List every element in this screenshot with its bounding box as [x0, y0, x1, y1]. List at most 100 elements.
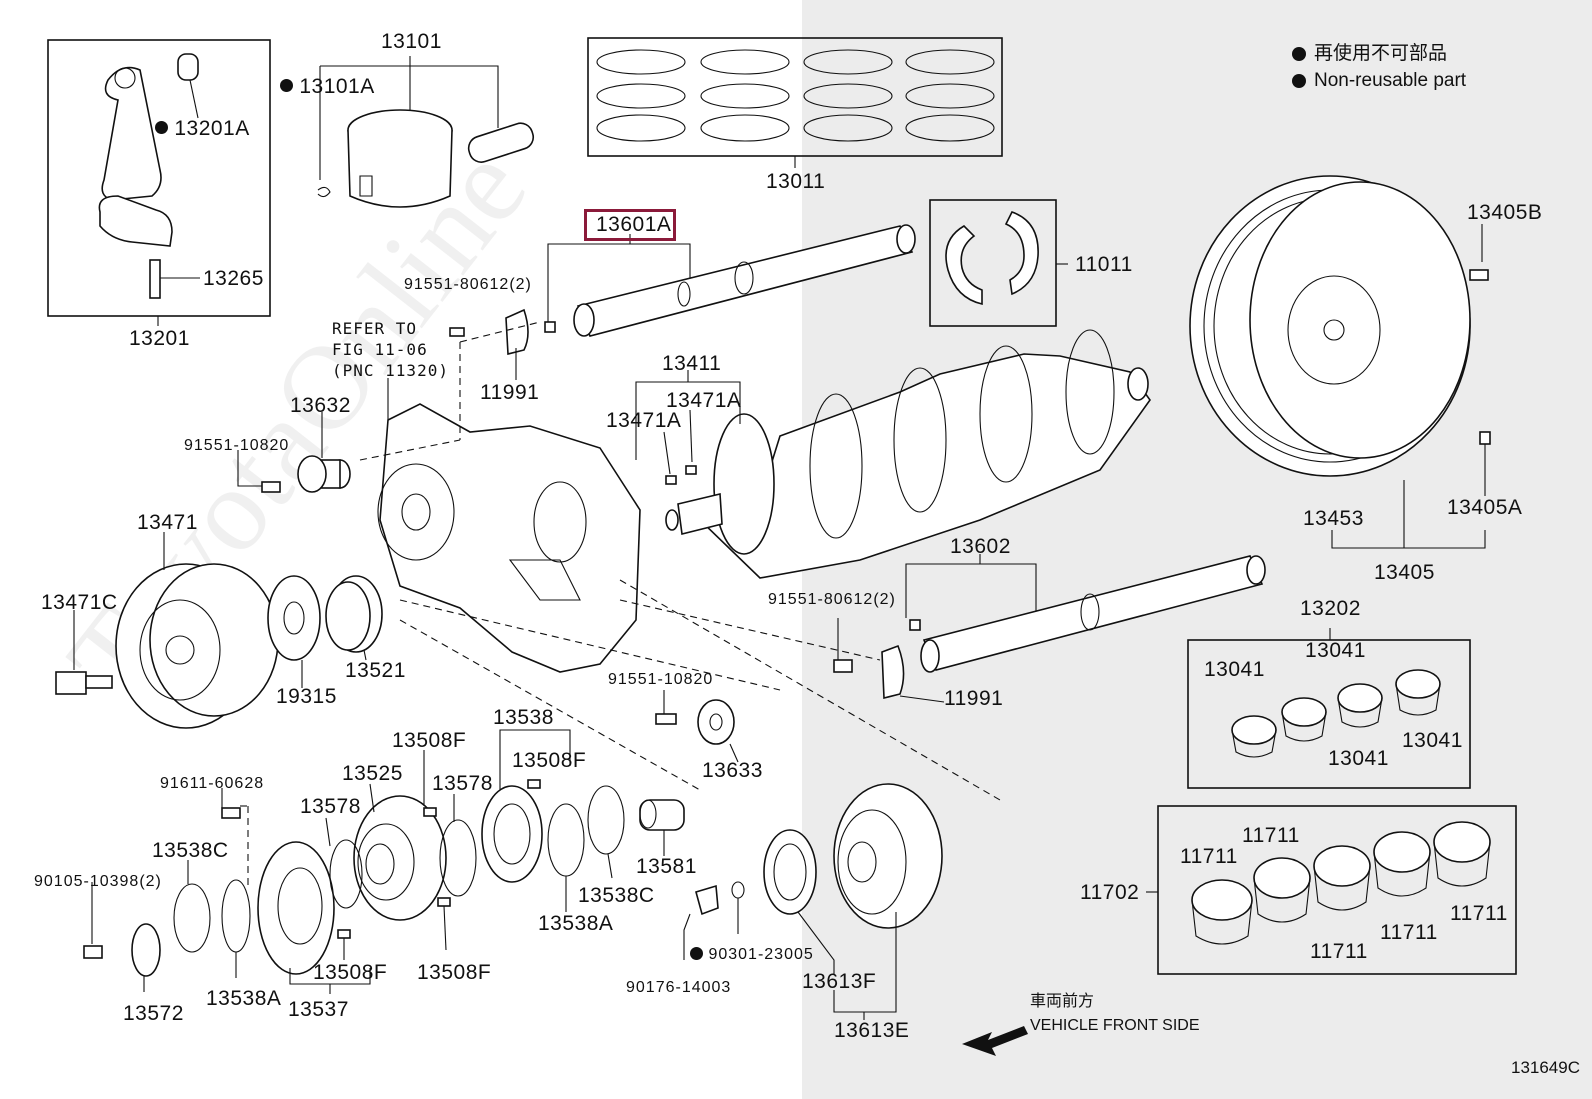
part-label-13471a-2[interactable]: 13471A: [666, 389, 742, 412]
oil-seal: [763, 829, 817, 915]
part-label-13537[interactable]: 13537: [288, 998, 349, 1021]
part-label-11711-5[interactable]: 11711: [1450, 902, 1508, 925]
part-label-13508f-4[interactable]: 13508F: [417, 961, 492, 984]
part-label-11991-upper[interactable]: 11991: [480, 381, 540, 404]
part-label-13041-2[interactable]: 13041: [1305, 639, 1366, 662]
legend: 再使用不可部品 Non-reusable part: [1292, 40, 1466, 94]
part-label-13508f-2[interactable]: 13508F: [512, 749, 587, 772]
part-label-19315[interactable]: 19315: [276, 685, 337, 708]
part-label-13538c-1[interactable]: 13538C: [152, 839, 229, 862]
connecting-rod: [98, 53, 199, 299]
part-label-91611-60628[interactable]: 91611-60628: [160, 775, 265, 792]
part-label-11711-2[interactable]: 11711: [1242, 824, 1300, 847]
legend-row-jp: 再使用不可部品: [1292, 40, 1466, 67]
balance-shaft-upper: [573, 224, 916, 337]
part-label-13101a[interactable]: 13101A: [280, 76, 375, 97]
part-label-13405[interactable]: 13405: [1374, 561, 1435, 584]
part-label-13538a-1[interactable]: 13538A: [206, 987, 282, 1010]
part-label-11991-lower[interactable]: 11991: [944, 687, 1004, 710]
crank-bearing-box: [1157, 805, 1517, 975]
part-label-13011[interactable]: 13011: [766, 170, 826, 193]
snap-ring-13578: [329, 839, 363, 909]
part-label-13471c[interactable]: 13471C: [41, 591, 118, 614]
front-arrow-icon: [962, 1026, 1028, 1056]
legend-row-en: Non-reusable part: [1292, 67, 1466, 94]
part-label-11011[interactable]: 11011: [1075, 253, 1133, 276]
part-label-13581[interactable]: 13581: [636, 855, 697, 878]
part-label-91551-80612-upper[interactable]: 91551-80612(2): [404, 276, 532, 293]
part-label-13471[interactable]: 13471: [137, 511, 198, 534]
part-label-13508f-3[interactable]: 13508F: [313, 961, 388, 984]
part-label-11711-1[interactable]: 11711: [1180, 845, 1238, 868]
timing-gear-13525: [353, 795, 447, 921]
part-label-13538[interactable]: 13538: [493, 706, 554, 729]
ring-13538a: [221, 879, 251, 953]
part-label-13041-4[interactable]: 13041: [1402, 729, 1463, 752]
label-text: 13101A: [299, 75, 375, 98]
refer-note: REFER TO FIG 11-06 (PNC 11320): [332, 318, 449, 381]
figure-code: 131649C: [1510, 1058, 1580, 1077]
part-label-13578-2[interactable]: 13578: [300, 795, 361, 818]
part-label-13602[interactable]: 13602: [950, 535, 1011, 558]
label-text: 13201A: [174, 117, 250, 140]
refer-note-line1: REFER TO: [332, 319, 418, 338]
gear-13632: [297, 455, 351, 493]
crank-sprocket: [267, 575, 321, 661]
bullet-dot-icon: [1292, 46, 1306, 61]
flywheel: [1189, 175, 1471, 477]
part-label-91551-80612-lower[interactable]: 91551-80612(2): [768, 591, 896, 608]
part-label-13538a-2[interactable]: 13538A: [538, 912, 614, 935]
part-label-13405b[interactable]: 13405B: [1467, 201, 1543, 224]
part-label-13508f-1[interactable]: 13508F: [392, 729, 467, 752]
tensioner-13581: [639, 799, 685, 831]
part-label-13411[interactable]: 13411: [662, 352, 722, 375]
part-label-11702[interactable]: 11702: [1080, 881, 1140, 904]
part-label-13521[interactable]: 13521: [345, 659, 406, 682]
part-label-91551-10820-lower[interactable]: 91551-10820: [608, 671, 714, 688]
vehicle-front-note: 車両前方 VEHICLE FRONT SIDE: [1030, 990, 1200, 1038]
part-label-13101[interactable]: 13101: [381, 30, 442, 53]
part-label-13601a[interactable]: 13601A: [596, 213, 672, 236]
part-label-91551-10820-upper[interactable]: 91551-10820: [184, 437, 290, 454]
part-label-11711-4[interactable]: 11711: [1380, 921, 1438, 944]
part-label-13453[interactable]: 13453: [1303, 507, 1364, 530]
part-label-13405a[interactable]: 13405A: [1447, 496, 1523, 519]
shaded-region: [802, 0, 1592, 1099]
part-label-13613e[interactable]: 13613E: [834, 1019, 910, 1042]
part-label-13633[interactable]: 13633: [702, 759, 763, 782]
part-label-13201[interactable]: 13201: [129, 327, 190, 350]
part-label-11711-3[interactable]: 11711: [1310, 940, 1368, 963]
pulley-bolt: [55, 671, 113, 695]
non-reusable-dot-icon: [280, 79, 293, 92]
timing-cover: [377, 403, 641, 673]
conrod-bushing: [177, 53, 199, 81]
part-label-13572[interactable]: 13572: [123, 1002, 184, 1025]
idler-13633: [697, 699, 735, 745]
balance-bearing-box: [1187, 639, 1471, 789]
part-label-90301-23005[interactable]: 90301-23005: [690, 947, 814, 963]
piston-rings: [596, 49, 995, 142]
part-label-90176-14003[interactable]: 90176-14003: [626, 979, 732, 996]
part-label-13202[interactable]: 13202: [1300, 597, 1361, 620]
part-label-90105-10398[interactable]: 90105-10398(2): [34, 873, 162, 890]
thrust-washer-box: [929, 199, 1057, 327]
part-label-13525[interactable]: 13525: [342, 762, 403, 785]
part-label-13613f[interactable]: 13613F: [802, 970, 877, 993]
piston: [347, 109, 453, 208]
plate-13572: [131, 923, 161, 977]
part-label-13041-3[interactable]: 13041: [1328, 747, 1389, 770]
bearings-11711: [1191, 821, 1491, 945]
crank-pulley: [115, 563, 279, 729]
part-label-13201a[interactable]: 13201A: [155, 118, 250, 139]
vehicle-front-jp: 車両前方: [1030, 993, 1095, 1010]
part-label-13538c-2[interactable]: 13538C: [578, 884, 655, 907]
part-label-13471a-1[interactable]: 13471A: [606, 409, 682, 432]
ring-13538c: [173, 883, 211, 953]
part-label-13578-1[interactable]: 13578: [432, 772, 493, 795]
refer-note-line2: FIG 11-06: [332, 340, 428, 359]
part-label-13041-1[interactable]: 13041: [1204, 658, 1265, 681]
part-label-13632[interactable]: 13632: [290, 394, 351, 417]
part-label-13265[interactable]: 13265: [203, 267, 264, 290]
legend-jp: 再使用不可部品: [1314, 43, 1448, 64]
